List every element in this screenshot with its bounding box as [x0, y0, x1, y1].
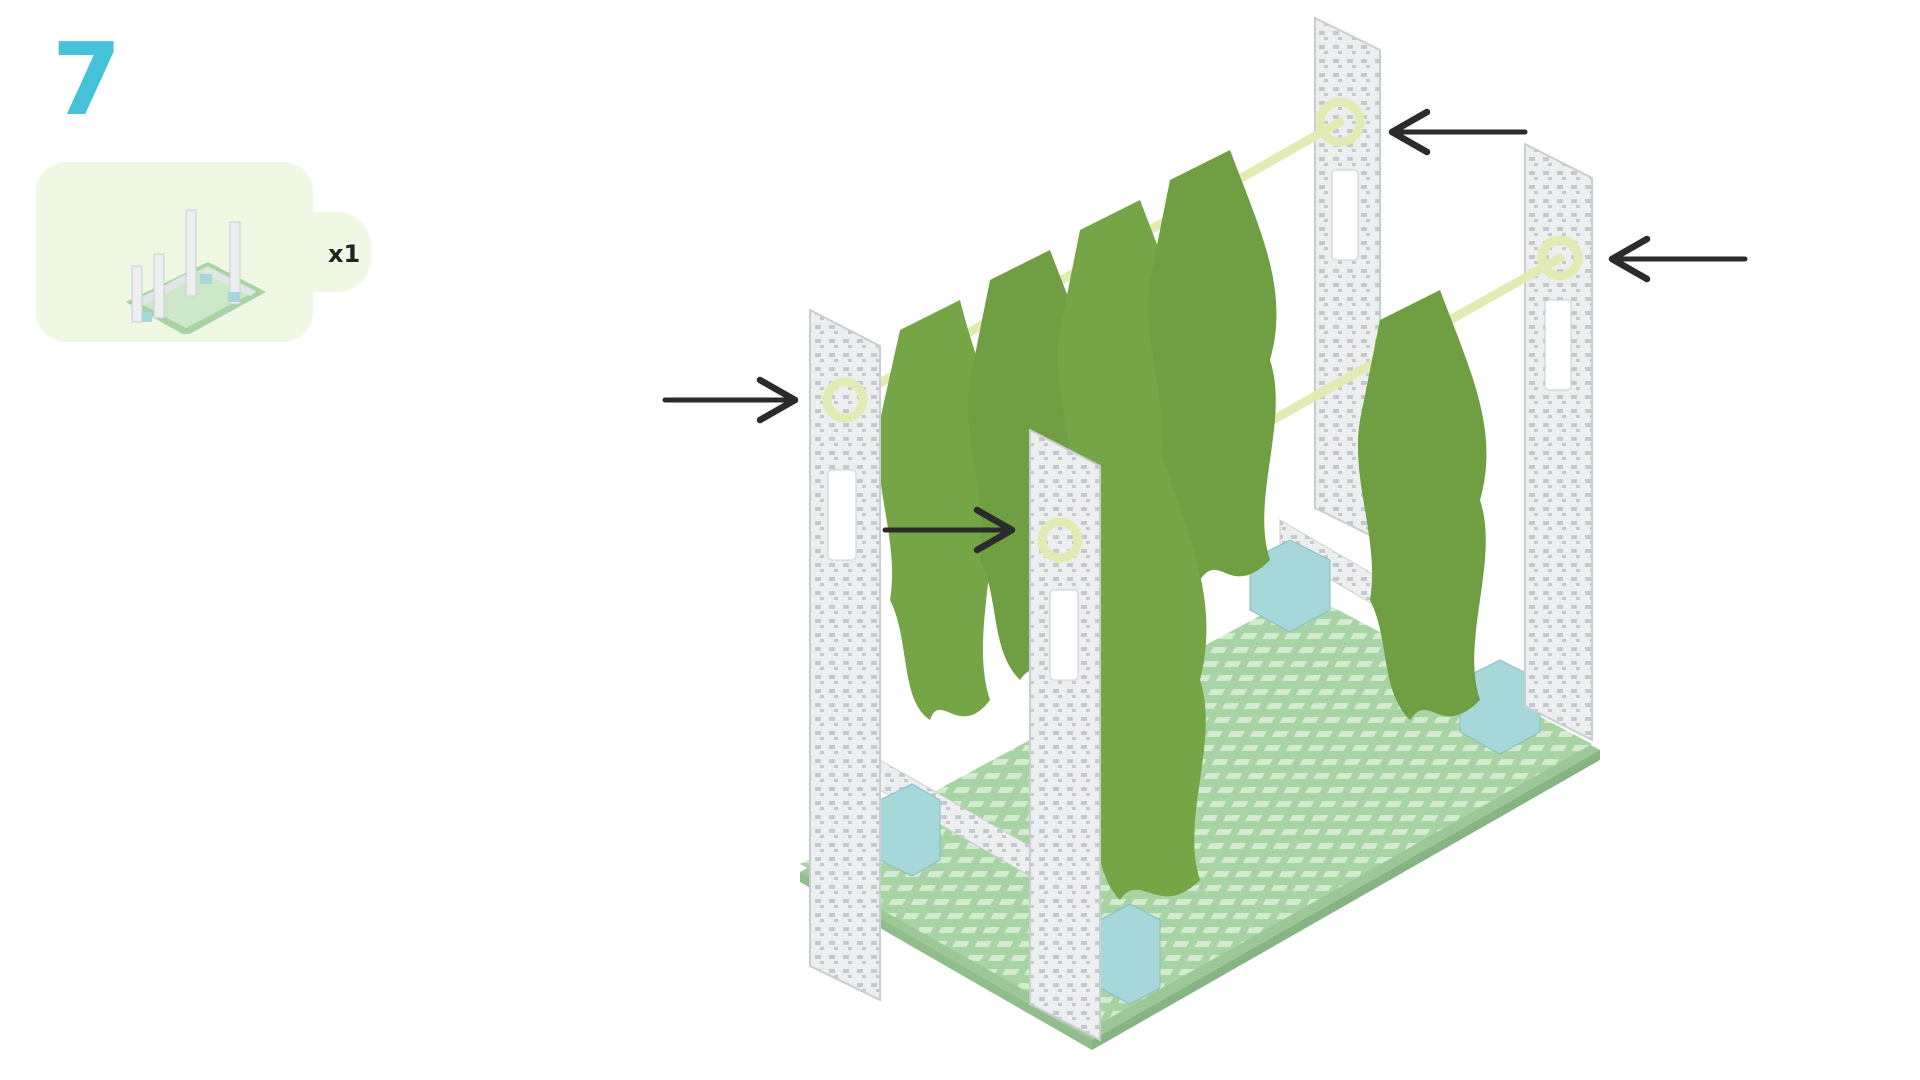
connector-blocks — [879, 539, 1541, 1005]
parts-quantity-tab — [286, 212, 371, 292]
knot-arrows — [662, 108, 1748, 554]
back-right-post — [1524, 142, 1593, 742]
rope-knots — [822, 97, 1583, 563]
step-number: 7 — [52, 21, 122, 138]
parts-panel: x1 — [36, 162, 371, 342]
sub-assembly-thumbnail — [126, 209, 266, 334]
leaves-front-row — [1067, 290, 1487, 900]
front-left-post — [809, 308, 881, 1002]
front-right-post — [1029, 428, 1101, 1042]
parts-quantity: x1 — [328, 240, 361, 268]
